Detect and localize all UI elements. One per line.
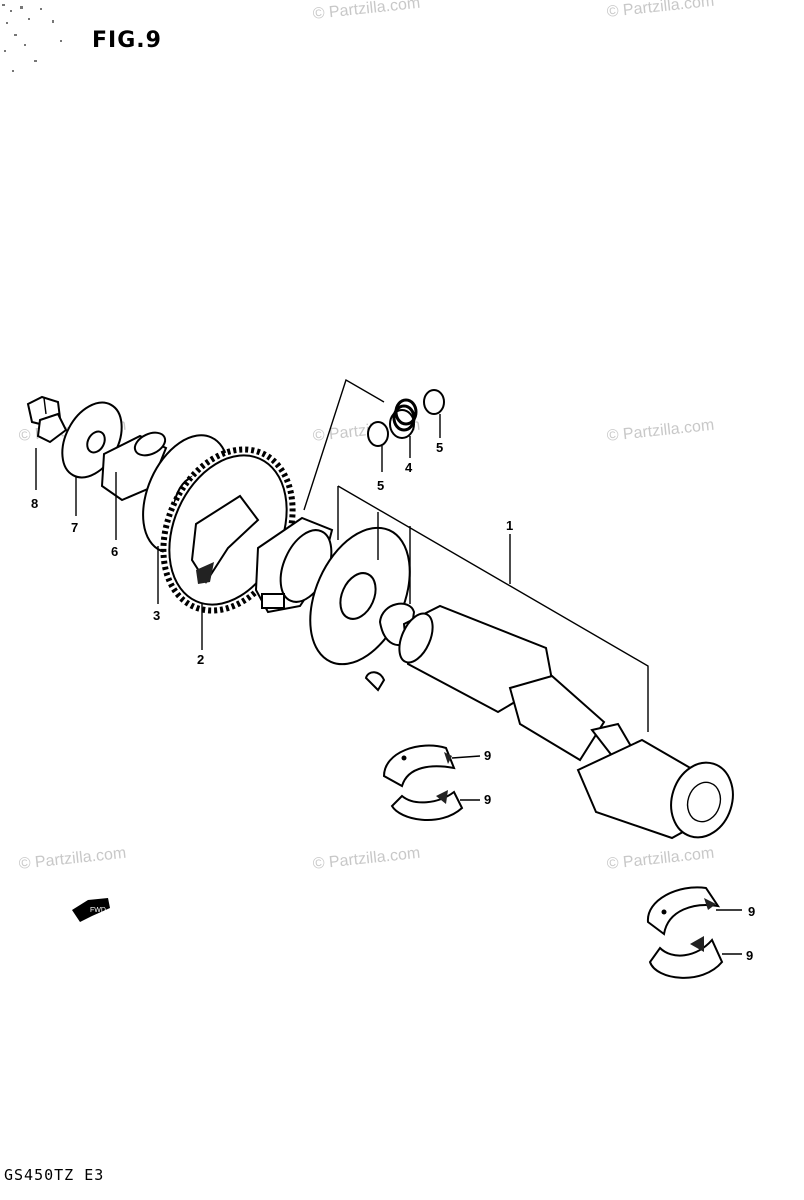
callout-7: 7 bbox=[71, 520, 78, 535]
forward-arrow-icon: FWD bbox=[72, 898, 110, 922]
callout-5-left: 5 bbox=[377, 478, 384, 493]
scan-speckle bbox=[2, 4, 62, 72]
callout-9-lower-a: 9 bbox=[748, 904, 755, 919]
figure-title: FIG.9 bbox=[92, 28, 162, 53]
part-4-spring bbox=[389, 398, 418, 458]
part-1-balancer-shaft bbox=[364, 602, 734, 840]
part-1-leader-lines bbox=[303, 378, 649, 732]
callout-9-upper-a: 9 bbox=[484, 748, 491, 763]
callout-9-upper-b: 9 bbox=[484, 792, 491, 807]
callout-1: 1 bbox=[506, 518, 513, 533]
callout-6: 6 bbox=[111, 544, 118, 559]
part-8-bolt bbox=[26, 395, 68, 490]
fwd-label: FWD bbox=[90, 907, 106, 914]
callout-8: 8 bbox=[31, 496, 38, 511]
callout-4: 4 bbox=[405, 460, 413, 475]
part-5-cap bbox=[367, 421, 389, 472]
callout-3: 3 bbox=[153, 608, 160, 623]
callout-9-lower-b: 9 bbox=[746, 948, 753, 963]
callout-5-right: 5 bbox=[436, 440, 443, 455]
callout-2: 2 bbox=[197, 652, 204, 667]
part-9-bearing-upper bbox=[382, 744, 481, 821]
model-code: GS450TZ E3 bbox=[4, 1166, 105, 1184]
part-5-cap bbox=[423, 389, 445, 438]
part-9-bearing-lower bbox=[646, 886, 742, 979]
